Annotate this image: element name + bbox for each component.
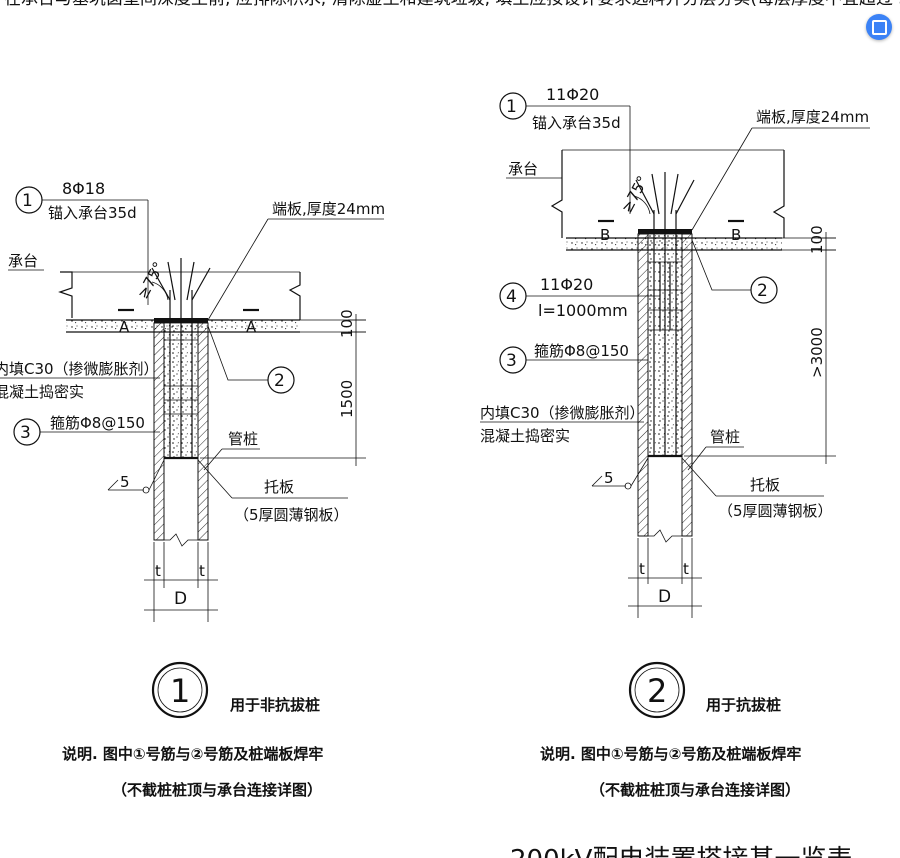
- section-b-right: B: [731, 226, 741, 244]
- header-text: 在承台与基坑囱壁间深度土前, 应排除积水, 清除虚土和建筑垃圾, 填土应按设计要…: [4, 0, 900, 9]
- plate-spec-2: （5厚圆薄钢板）: [718, 502, 833, 520]
- dim-t-1b: t: [199, 562, 205, 580]
- fill-text-1b: 混凝土捣密实: [0, 383, 84, 401]
- note-1a: 说明. 图中①号筋与②号筋及桩端板焊牢: [62, 745, 323, 763]
- weld-size-2: 5: [604, 469, 614, 487]
- plate-label-2: 托板: [750, 476, 780, 494]
- section-a-right: A: [246, 318, 257, 336]
- rebar-tag-1: 1: [22, 191, 33, 211]
- weld-tag-1: 2: [274, 371, 285, 391]
- pile-label-1: 管桩: [228, 430, 258, 448]
- note-1b: （不截桩桩顶与承台连接详图）: [112, 781, 322, 799]
- dim-1500: 1500: [338, 380, 356, 418]
- footer-text: 200kV配电装置搭接基一览表: [510, 845, 852, 858]
- bar4-length: l=1000mm: [538, 301, 628, 320]
- fill-text-1a: 内填C30（掺微膨胀剂）: [0, 360, 159, 378]
- left-detail: A A ≥75° 1 8Φ18 锚: [0, 179, 385, 799]
- dim-100-1: 100: [338, 309, 356, 338]
- end-plate-label-1: 端板,厚度24mm: [272, 200, 385, 218]
- plate-label-1: 托板: [264, 478, 294, 496]
- angle-label: ≥75°: [134, 259, 168, 302]
- weld-tag-2: 2: [757, 281, 768, 301]
- dim-d-1: D: [174, 589, 187, 609]
- detail-title-1: 用于非抗拔桩: [230, 696, 320, 714]
- angle-label: ≥75°: [618, 173, 652, 216]
- rebar-spec-1: 8Φ18: [62, 179, 105, 198]
- end-plate-label-2: 端板,厚度24mm: [756, 108, 869, 126]
- copy-icon: [871, 19, 887, 35]
- stirrup-spec-2: 箍筋Φ8@150: [534, 342, 629, 360]
- cap-label-1: 承台: [8, 252, 38, 270]
- dim-t-1a: t: [155, 562, 161, 580]
- pile-label-2: 管桩: [710, 428, 740, 446]
- fill-text-2b: 混凝土捣密实: [480, 427, 570, 445]
- bar4-tag: 4: [506, 287, 517, 307]
- section-b-left: B: [600, 226, 610, 244]
- detail-title-num-2: 2: [647, 672, 667, 710]
- stirrup-spec-1: 箍筋Φ8@150: [50, 414, 145, 432]
- dim-t-2b: t: [683, 560, 689, 578]
- fill-text-2a: 内填C30（掺微膨胀剂）: [480, 404, 645, 422]
- dim-d-2: D: [658, 587, 671, 607]
- note-2a: 说明. 图中①号筋与②号筋及桩端板焊牢: [540, 745, 801, 763]
- dim-3000: >3000: [808, 327, 826, 378]
- detail-title-2: 用于抗拔桩: [706, 696, 781, 714]
- detail-title-num-1: 1: [170, 672, 190, 710]
- rebar-tag-2: 1: [506, 97, 517, 117]
- anchor-text-2: 锚入承台35d: [532, 114, 621, 132]
- weld-size-1: 5: [120, 473, 130, 491]
- anchor-text-1: 锚入承台35d: [48, 204, 137, 222]
- stirrup-tag-1: 3: [20, 423, 31, 443]
- copy-button[interactable]: [866, 14, 892, 40]
- dim-100-2: 100: [808, 225, 826, 254]
- note-2b: （不截桩桩顶与承台连接详图）: [590, 781, 800, 799]
- section-a-left: A: [119, 318, 130, 336]
- bar4-spec: 11Φ20: [540, 275, 593, 294]
- stirrup-tag-2: 3: [506, 351, 517, 371]
- plate-spec-1: （5厚圆薄钢板）: [234, 506, 349, 524]
- dim-t-2a: t: [639, 560, 645, 578]
- cap-label-2: 承台: [508, 160, 538, 178]
- rebar-spec-2: 11Φ20: [546, 85, 599, 104]
- right-detail: B B ≥75° 1 11Φ20 锚入承台35d: [480, 85, 870, 799]
